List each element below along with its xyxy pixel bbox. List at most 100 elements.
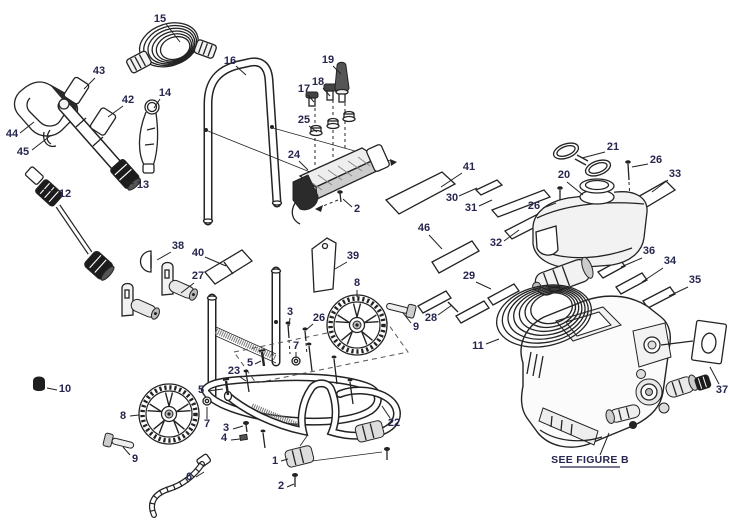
- callout-44: 44: [6, 128, 19, 140]
- leader-line-16: [235, 65, 247, 76]
- washer-7b: [202, 396, 212, 406]
- leader-line-27: [180, 282, 195, 294]
- nut-4: [239, 433, 249, 442]
- leader-line-37: [709, 366, 720, 385]
- clamp-screw-2b: [384, 447, 390, 460]
- foot-clamp-1b: [354, 420, 385, 443]
- engine-assembly: [520, 295, 712, 448]
- callout-7: 7: [204, 418, 210, 430]
- wheel-left: [139, 384, 199, 444]
- callout-layer: 1516434214444512131918172524241303121263…: [6, 13, 728, 492]
- leader-line-26: [631, 163, 649, 168]
- see-figure-b-note: SEE FIGURE B: [551, 432, 629, 468]
- leader-line-34: [641, 267, 664, 283]
- leader-line-20: [566, 181, 584, 196]
- callout-3: 3: [287, 306, 293, 318]
- leader-line-13: [123, 181, 135, 185]
- leader-line-12: [42, 188, 57, 193]
- fuel-tank: [532, 178, 648, 269]
- callout-19: 19: [322, 54, 334, 66]
- callout-46: 46: [418, 222, 430, 234]
- leader-line-33: [651, 179, 669, 193]
- leader-line-43: [83, 77, 96, 90]
- callout-26: 26: [313, 312, 325, 324]
- leader-line-36: [620, 257, 643, 268]
- leader-line-39: [334, 261, 348, 270]
- nozzle-knob-19: [334, 61, 350, 103]
- callout-7: 7: [293, 340, 299, 352]
- callout-18: 18: [312, 76, 324, 88]
- callout-13: 13: [137, 179, 149, 191]
- leader-line-31: [478, 199, 493, 207]
- leader-line-1: [280, 458, 289, 462]
- see-figure-b-text: SEE FIGURE B: [551, 454, 629, 466]
- gun-decal-43: [63, 76, 90, 105]
- callout-35: 35: [689, 274, 701, 286]
- fasteners: [202, 321, 354, 449]
- callout-29: 29: [463, 270, 475, 282]
- rail-nuts-25: [309, 110, 356, 137]
- wheel-right: [327, 295, 387, 355]
- callout-20: 20: [558, 169, 570, 181]
- pin-5b: [224, 380, 230, 396]
- pump-assembly: [605, 369, 712, 429]
- callout-1: 1: [272, 455, 278, 467]
- leader-line-28: [437, 304, 453, 316]
- leader-line-45: [31, 135, 51, 151]
- callout-17: 17: [298, 83, 310, 95]
- leader-line-26: [542, 202, 557, 209]
- callout-45: 45: [17, 146, 29, 158]
- hose-fitting-right: [193, 39, 217, 59]
- callout-16: 16: [224, 55, 236, 67]
- leader-line-6: [195, 471, 205, 478]
- callout-6: 6: [186, 471, 192, 483]
- decal-30: [474, 179, 504, 196]
- callout-5: 5: [198, 384, 204, 396]
- spray-wand: [24, 166, 115, 281]
- leader-line-18: [322, 87, 331, 97]
- leader-line-8: [129, 414, 140, 417]
- leader-line-2: [342, 198, 353, 208]
- callout-9: 9: [132, 453, 138, 465]
- callout-11: 11: [472, 340, 484, 352]
- hose-wrap-brackets: [121, 250, 198, 320]
- bolt-23: [245, 371, 250, 393]
- leader-line-38: [156, 251, 172, 261]
- callout-39: 39: [347, 250, 359, 262]
- leader-line-5: [254, 360, 262, 365]
- callout-42: 42: [122, 94, 134, 106]
- bolt-3b: [243, 421, 249, 425]
- callout-2: 2: [278, 480, 284, 492]
- callout-8: 8: [120, 410, 126, 422]
- axle-bolt-left: [102, 432, 135, 449]
- leader-line-10: [46, 387, 58, 391]
- leader-line-9: [402, 312, 412, 324]
- callout-41: 41: [463, 161, 475, 173]
- decal-34: [615, 272, 648, 295]
- leader-line-15: [165, 23, 181, 43]
- leader-line-2: [286, 483, 295, 488]
- leader-line-30: [458, 187, 478, 197]
- callout-9: 9: [413, 321, 419, 333]
- spray-gun: [13, 76, 141, 191]
- leader-line-46: [428, 234, 443, 250]
- callout-27: 27: [192, 270, 204, 282]
- leader-line-19: [332, 65, 342, 75]
- decal-panels: [204, 171, 677, 324]
- callout-4: 4: [221, 432, 228, 444]
- leader-line-9: [122, 446, 131, 456]
- belt-coil: [495, 284, 593, 348]
- callout-33: 33: [669, 168, 681, 180]
- decal-37: [690, 319, 728, 365]
- clamp-screw-2a: [292, 473, 298, 487]
- tank-bolt-26-right: [625, 160, 631, 201]
- hose-strap: [138, 99, 160, 174]
- half-disc-38: [139, 250, 152, 273]
- callout-31: 31: [465, 202, 477, 214]
- foot-clamp-1a: [284, 445, 315, 468]
- leader-line-32: [503, 229, 520, 242]
- decal-46: [431, 240, 480, 274]
- callout-2: 2: [354, 203, 360, 215]
